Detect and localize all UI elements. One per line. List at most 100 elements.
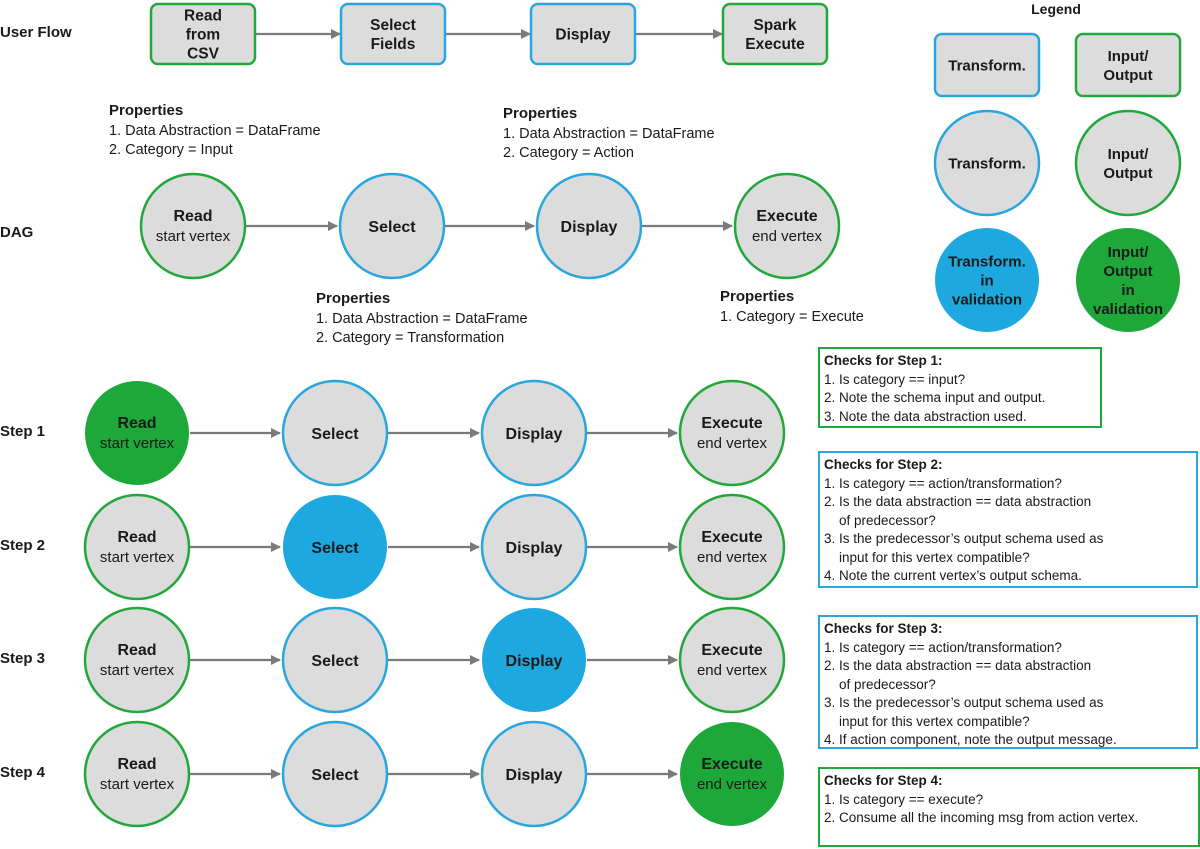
step-4-node-execute-subtitle: end vertex bbox=[697, 776, 768, 793]
step-1-node-read-subtitle: start vertex bbox=[100, 435, 175, 452]
dag-properties-1-line-0: 1. Data Abstraction = DataFrame bbox=[316, 311, 528, 327]
dag-properties-title-2: Properties bbox=[503, 105, 577, 122]
dag-node-display-title: Display bbox=[561, 219, 618, 236]
step-2-node-execute-circle bbox=[678, 493, 786, 601]
step-1-node-display-circle bbox=[480, 379, 588, 487]
user-flow-box-1-line-0: Select bbox=[370, 17, 416, 34]
legend-title: Legend bbox=[1031, 1, 1081, 17]
checks-step-1-line-1: 2. Note the schema input and output. bbox=[824, 390, 1046, 405]
step-1-node-execute-circle bbox=[678, 379, 786, 487]
checks-step-1: Checks for Step 1: 1. Is category == inpu… bbox=[818, 347, 1102, 428]
legend-item-3-line-0: Input/ bbox=[1108, 146, 1150, 163]
dag-node-select-title: Select bbox=[368, 219, 416, 236]
checks-step-2-line-0: 1. Is category == action/transformation? bbox=[824, 475, 1062, 491]
checks-step-1-line-0: 1. Is category == input? bbox=[824, 371, 966, 387]
checks-step-4-line-1: 2. Consume all the incoming msg from act… bbox=[824, 810, 1139, 825]
checks-step-2-line-2: of predecessor? bbox=[824, 512, 936, 528]
step-4-node-execute-title: Execute bbox=[701, 756, 762, 773]
dag-properties-1-line-1: 2. Category = Transformation bbox=[316, 330, 504, 346]
dag-label: DAG bbox=[0, 224, 33, 241]
user-flow-box-1-line-1: Fields bbox=[371, 36, 416, 53]
step-2-node-read-title: Read bbox=[117, 529, 156, 546]
step-4-node-display-title: Display bbox=[506, 767, 563, 784]
checks-step-4-line-0: 1. Is category == execute? bbox=[824, 791, 984, 807]
legend-item-4-line-2: validation bbox=[952, 291, 1022, 308]
step-3-node-execute-subtitle: end vertex bbox=[697, 662, 768, 679]
user-flow-box-3-line-0: Spark bbox=[753, 17, 796, 34]
step-1-node-display-title: Display bbox=[506, 426, 563, 443]
dag-node-read-title: Read bbox=[173, 208, 212, 225]
checks-step-3-line-5: 4. If action component, note the output … bbox=[824, 732, 1117, 747]
legend-circle-5 bbox=[1076, 228, 1180, 332]
step-2-node-select-title: Select bbox=[311, 540, 359, 557]
step-3-node-execute-circle bbox=[678, 606, 786, 714]
checks-step-3-line-2: of predecessor? bbox=[824, 676, 936, 692]
checks-step-1-title: Checks for Step 1: bbox=[824, 353, 943, 368]
legend-item-5-line-0: Input/ bbox=[1108, 244, 1150, 261]
checks-step-4: Checks for Step 4:1. Is category == exec… bbox=[818, 767, 1200, 847]
user-flow-label: User Flow bbox=[0, 24, 72, 41]
step-2-node-read-circle bbox=[83, 493, 191, 601]
legend-box-0 bbox=[933, 32, 1041, 98]
user-flow-box-3-line-1: Execute bbox=[745, 36, 805, 53]
dag-node-display-circle bbox=[535, 172, 643, 280]
checks-step-1-line-2: 3. Note the data abstraction used. bbox=[824, 408, 1027, 424]
dag-node-execute-circle bbox=[733, 172, 841, 280]
dag-node-read-subtitle: start vertex bbox=[156, 228, 231, 245]
step-1-node-execute-subtitle: end vertex bbox=[697, 435, 768, 452]
checks-step-2-line-1: 2. Is the data abstraction == data abstr… bbox=[824, 494, 1092, 509]
step-2-node-execute-subtitle: end vertex bbox=[697, 549, 768, 566]
user-flow-box-0 bbox=[149, 2, 257, 66]
step-3-node-display-title: Display bbox=[506, 653, 563, 670]
legend-item-1-line-0: Input/ bbox=[1108, 48, 1150, 65]
dag-properties-title-3: Properties bbox=[720, 288, 794, 305]
step-3-node-select-circle bbox=[281, 606, 389, 714]
step-1-node-read-circle bbox=[85, 381, 189, 485]
dag-properties-0-line-0: 1. Data Abstraction = DataFrame bbox=[109, 123, 321, 139]
step-1-label: Step 1 bbox=[0, 423, 45, 440]
checks-step-3: Checks for Step 3: 1. Is category == acti… bbox=[818, 615, 1198, 749]
step-4-node-execute-circle bbox=[680, 722, 784, 826]
step-3-node-read-subtitle: start vertex bbox=[100, 662, 175, 679]
dag-node-read-circle bbox=[139, 172, 247, 280]
user-flow-box-2-line-0: Display bbox=[555, 27, 611, 44]
checks-step-2-line-5: 4. Note the current vertex’s output sche… bbox=[824, 568, 1082, 583]
step-4-node-read-title: Read bbox=[117, 756, 156, 773]
user-flow-box-1 bbox=[339, 2, 447, 66]
checks-step-3-line-4: input for this vertex compatible? bbox=[824, 713, 1030, 729]
step-3-node-select-title: Select bbox=[311, 653, 359, 670]
step-1-node-execute-title: Execute bbox=[701, 415, 762, 432]
step-4-node-display-circle bbox=[480, 720, 588, 828]
checks-step-3-line-3: 3. Is the predecessor’s output schema us… bbox=[824, 695, 1104, 710]
step-2-node-select-circle bbox=[283, 495, 387, 599]
legend-box-1 bbox=[1074, 32, 1182, 98]
step-1-node-read-title: Read bbox=[117, 415, 156, 432]
step-2-node-read-subtitle: start vertex bbox=[100, 549, 175, 566]
step-4-node-select-circle bbox=[281, 720, 389, 828]
dag-properties-0-line-1: 2. Category = Input bbox=[109, 142, 233, 158]
step-3-node-execute-title: Execute bbox=[701, 642, 762, 659]
legend-item-5-line-2: in bbox=[1121, 282, 1134, 299]
checks-step-2-line-4: input for this vertex compatible? bbox=[824, 549, 1030, 565]
legend-item-4-line-0: Transform. bbox=[948, 253, 1026, 270]
legend-item-5-line-1: Output bbox=[1103, 263, 1152, 280]
user-flow-box-2 bbox=[529, 2, 637, 66]
step-3-node-read-circle bbox=[83, 606, 191, 714]
step-4-node-read-subtitle: start vertex bbox=[100, 776, 175, 793]
checks-step-3-line-0: 1. Is category == action/transformation? bbox=[824, 639, 1062, 655]
dag-node-execute-subtitle: end vertex bbox=[752, 228, 823, 245]
legend-item-0-line-0: Transform. bbox=[948, 57, 1026, 74]
dag-node-execute-title: Execute bbox=[756, 208, 817, 225]
user-flow-box-0-line-0: Read bbox=[184, 8, 222, 25]
step-3-node-read-title: Read bbox=[117, 642, 156, 659]
dag-node-select-circle bbox=[338, 172, 446, 280]
step-4-node-select-title: Select bbox=[311, 767, 359, 784]
user-flow-box-3 bbox=[721, 2, 829, 66]
legend-item-4-line-1: in bbox=[980, 272, 993, 289]
checks-step-2-line-3: 3. Is the predecessor’s output schema us… bbox=[824, 531, 1104, 546]
step-2-node-execute-title: Execute bbox=[701, 529, 762, 546]
legend-item-2-line-0: Transform. bbox=[948, 155, 1026, 172]
step-2-label: Step 2 bbox=[0, 537, 45, 554]
checks-step-3-title: Checks for Step 3: bbox=[824, 621, 943, 636]
